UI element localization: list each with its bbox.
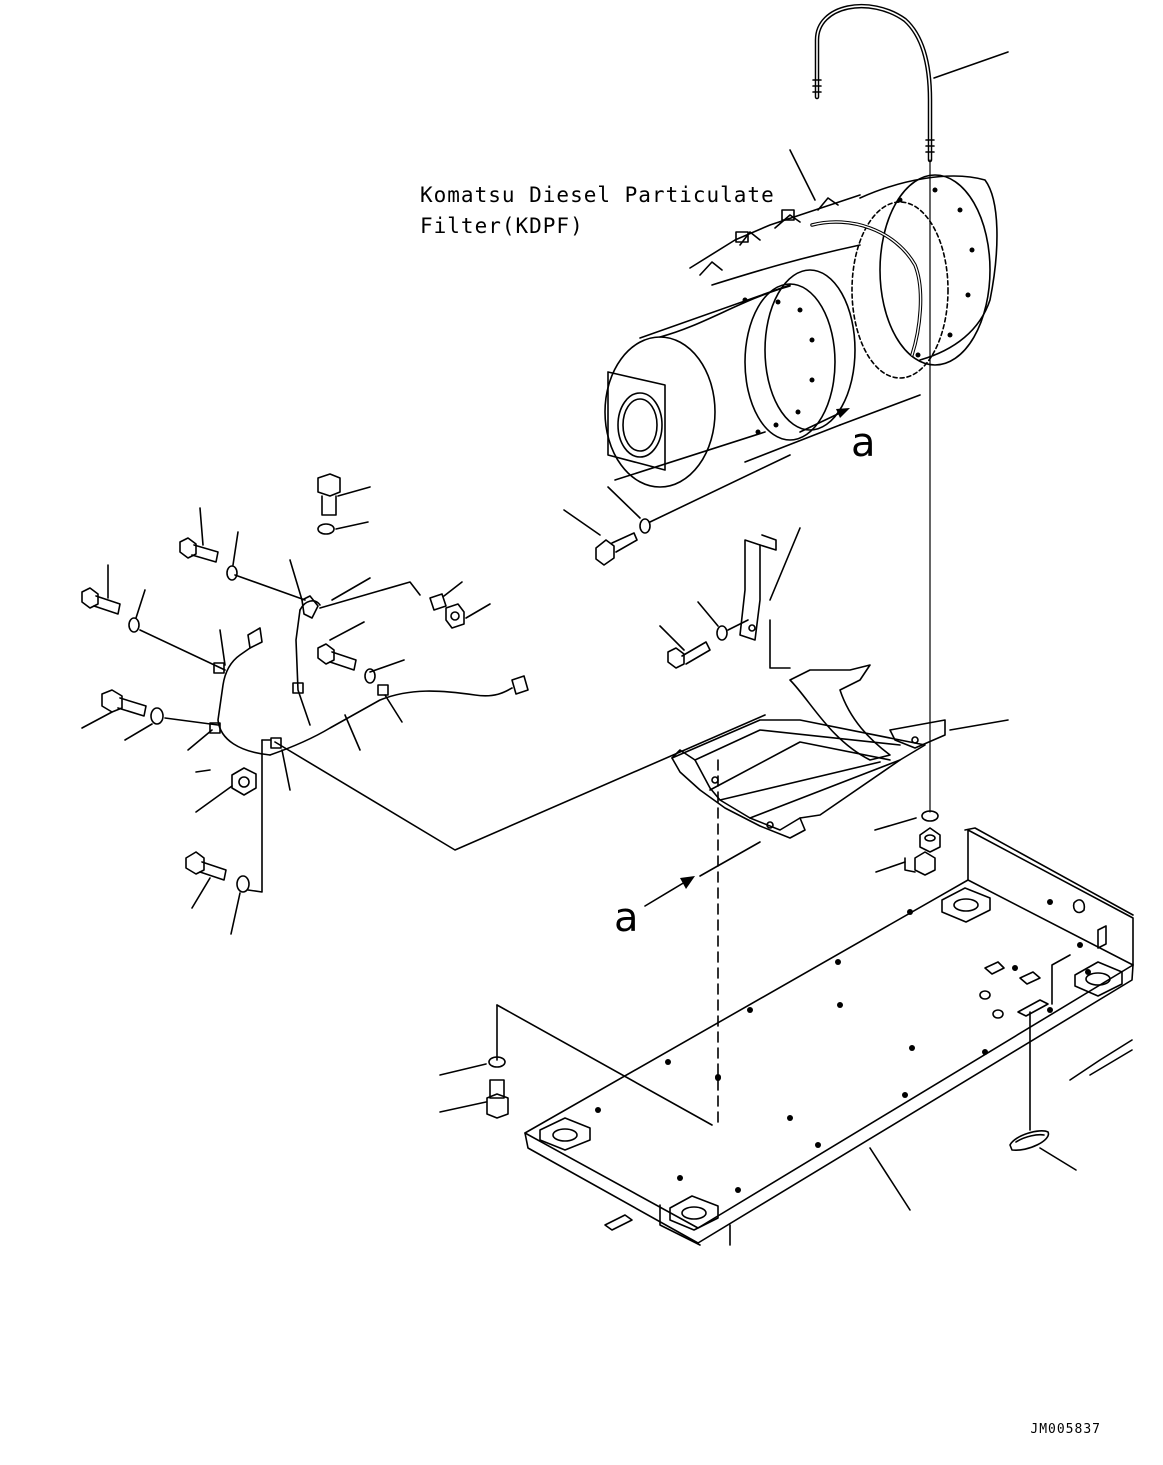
bolts-and-washers: [82, 474, 490, 934]
kdpf-bolt: [564, 455, 790, 565]
frame-nuts: [875, 811, 940, 875]
figure-title-line2: Filter(KDPF): [420, 214, 584, 238]
support-frame: [645, 665, 1008, 906]
view-ref-label-bottom: a: [614, 895, 639, 941]
plate-bolt: [440, 760, 721, 1125]
view-ref-label-top: a: [851, 420, 876, 466]
wiring-harness: [140, 560, 765, 892]
drawing-code: JM005837: [1030, 1422, 1101, 1437]
mounting-bracket: [660, 528, 800, 668]
u-bolt: [813, 6, 1008, 812]
grommet: [1010, 1131, 1076, 1170]
base-plate: [525, 828, 1133, 1245]
figure-title-line1: Komatsu Diesel Particulate: [420, 183, 775, 207]
kdpf-assembly: [605, 150, 997, 487]
